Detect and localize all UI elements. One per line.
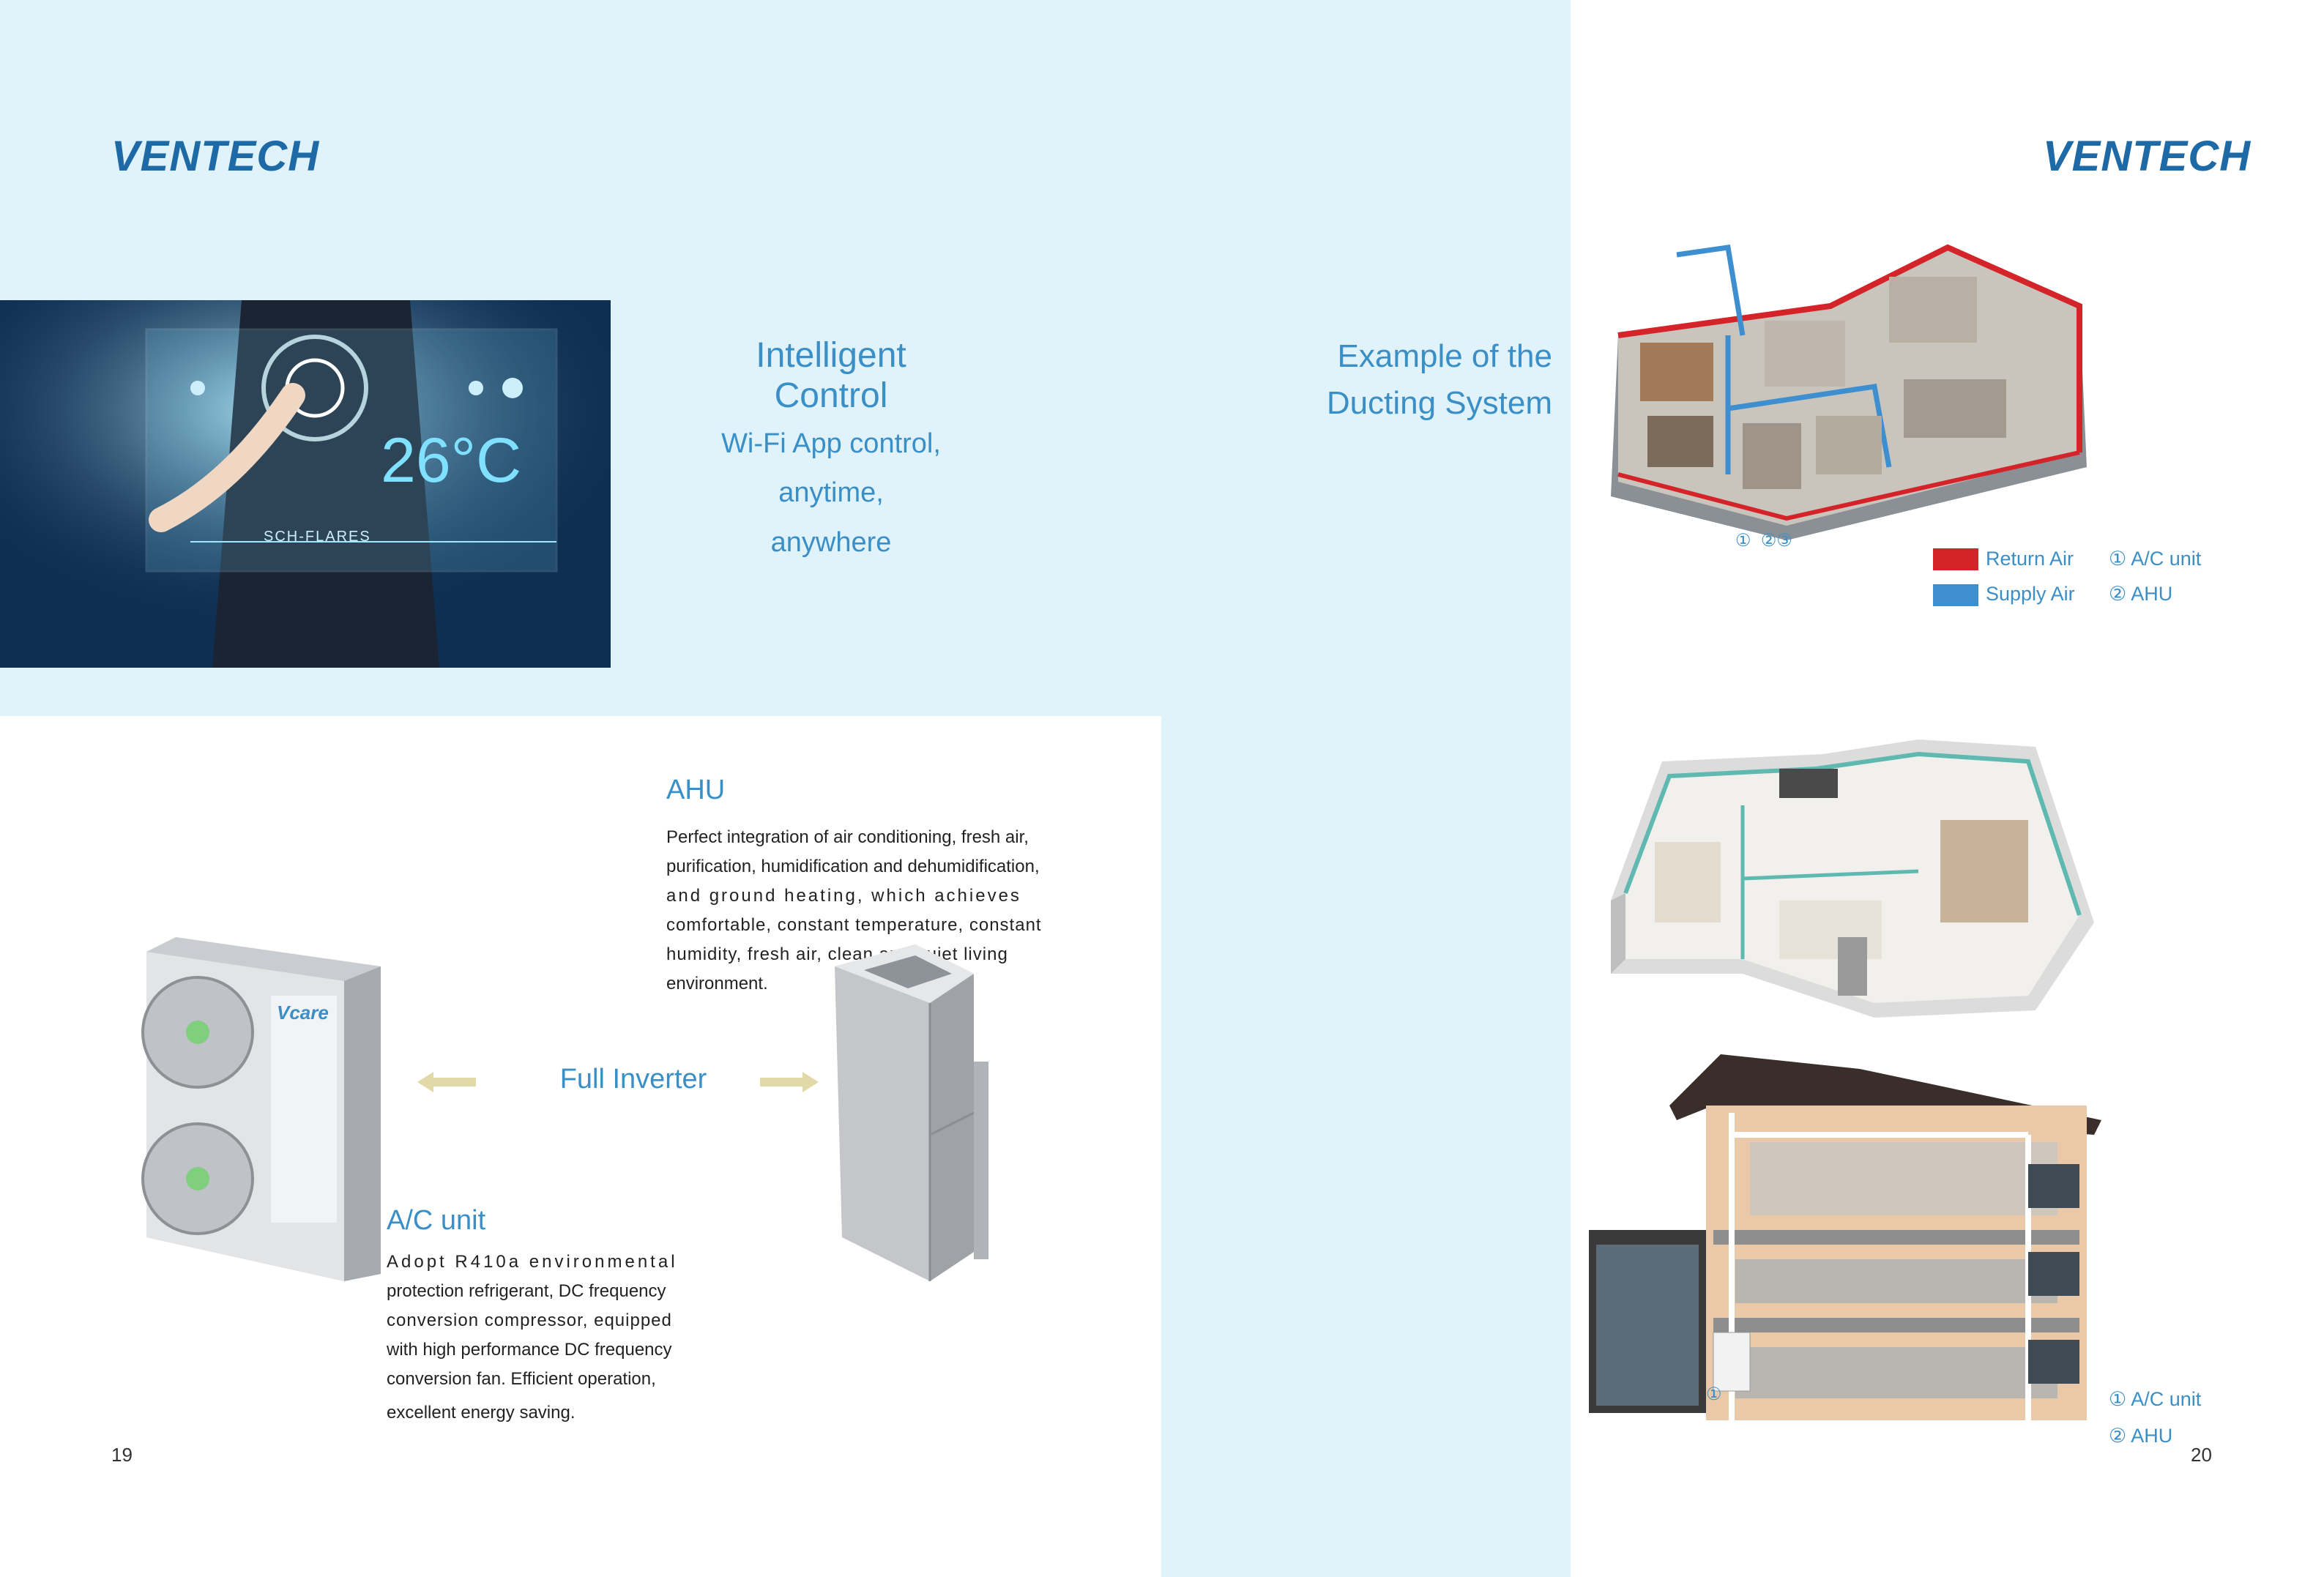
ahu-title: AHU <box>666 775 726 805</box>
ac-unit-line: with high performance DC frequency <box>387 1340 672 1360</box>
ahu-line: comfortable, constant temperature, const… <box>666 915 1042 935</box>
ac-unit-line: conversion compressor, equipped <box>387 1311 672 1330</box>
ahu-unit-image <box>827 944 1032 1281</box>
ac-unit-line: protection refrigerant, DC frequency <box>387 1281 666 1301</box>
legend-ahu: ② AHU <box>2109 583 2173 605</box>
house-legend-ac-unit: ① A/C unit <box>2109 1388 2202 1410</box>
full-inverter-label: Full Inverter <box>559 1064 707 1095</box>
arrow-left-icon <box>417 1072 476 1092</box>
page-number-left: 19 <box>111 1444 133 1466</box>
ac-outdoor-unit-image: Vcare <box>132 937 381 1281</box>
unit-brand-label: Vcare <box>277 1002 329 1024</box>
legend-ac-unit: ① A/C unit <box>2109 548 2202 570</box>
smart-control-photo: 26°C SCH-FLARES <box>0 300 611 668</box>
return-air-label: Return Air <box>1986 548 2074 570</box>
ventech-logo-left: VENTECH <box>111 132 319 181</box>
ahu-line: Perfect integration of air conditioning,… <box>666 827 1029 847</box>
intelligent-control-title: Intelligent Control <box>756 336 906 415</box>
house-cross-section-illustration: ① <box>1589 1040 2101 1420</box>
ahu-line: humidity, fresh air, clean and quiet liv… <box>666 944 1008 964</box>
ac-unit-line: Adopt R410a environmental <box>387 1252 678 1272</box>
supply-air-swatch <box>1933 584 1978 606</box>
ventech-logo-right: VENTECH <box>2043 132 2251 181</box>
ahu-description: Perfect integration of air conditioning,… <box>666 823 1046 999</box>
arrow-right-icon <box>760 1072 819 1092</box>
center-strip-background <box>1161 716 1571 1577</box>
ac-unit-line: conversion fan. Efficient operation, <box>387 1369 656 1389</box>
intelligent-control-line-3: anywhere <box>770 527 892 558</box>
plan-unit-markers: ① ②③ <box>1735 531 1792 551</box>
ac-unit-title: A/C unit <box>387 1205 486 1236</box>
ducting-title-line-1: Example of the <box>1337 338 1553 374</box>
ahu-line: environment. <box>666 974 768 993</box>
ac-unit-description: Adopt R410a environmental protection ref… <box>387 1248 678 1428</box>
photo-caption: SCH-FLARES <box>264 529 371 545</box>
ahu-line: and ground heating, which achieves <box>666 886 1021 906</box>
house-legend-ahu: ② AHU <box>2109 1425 2173 1447</box>
return-air-swatch <box>1933 548 1978 570</box>
intelligent-control-line-2: anytime, <box>778 477 884 508</box>
ducting-system-title: Example of the Ducting System <box>1245 333 1552 427</box>
smart-control-illustration <box>0 300 611 668</box>
floor-plan-ducting-illustration: ① ②③ <box>1596 233 2094 555</box>
logo-text: VENTECH <box>111 133 320 180</box>
logo-text: VENTECH <box>2043 133 2252 180</box>
intelligent-control-line-1: Wi-Fi App control, <box>721 428 941 459</box>
apartment-3d-illustration <box>1596 732 2101 1025</box>
page-number-right: 20 <box>2191 1444 2212 1466</box>
ducting-title-line-2: Ducting System <box>1326 385 1552 421</box>
house-ac-marker: ① <box>1706 1384 1722 1404</box>
ahu-line: purification, humidification and dehumid… <box>666 857 1040 876</box>
temperature-display: 26°C <box>381 425 522 496</box>
ac-unit-line: excellent energy saving. <box>387 1403 576 1423</box>
supply-air-label: Supply Air <box>1986 583 2075 605</box>
